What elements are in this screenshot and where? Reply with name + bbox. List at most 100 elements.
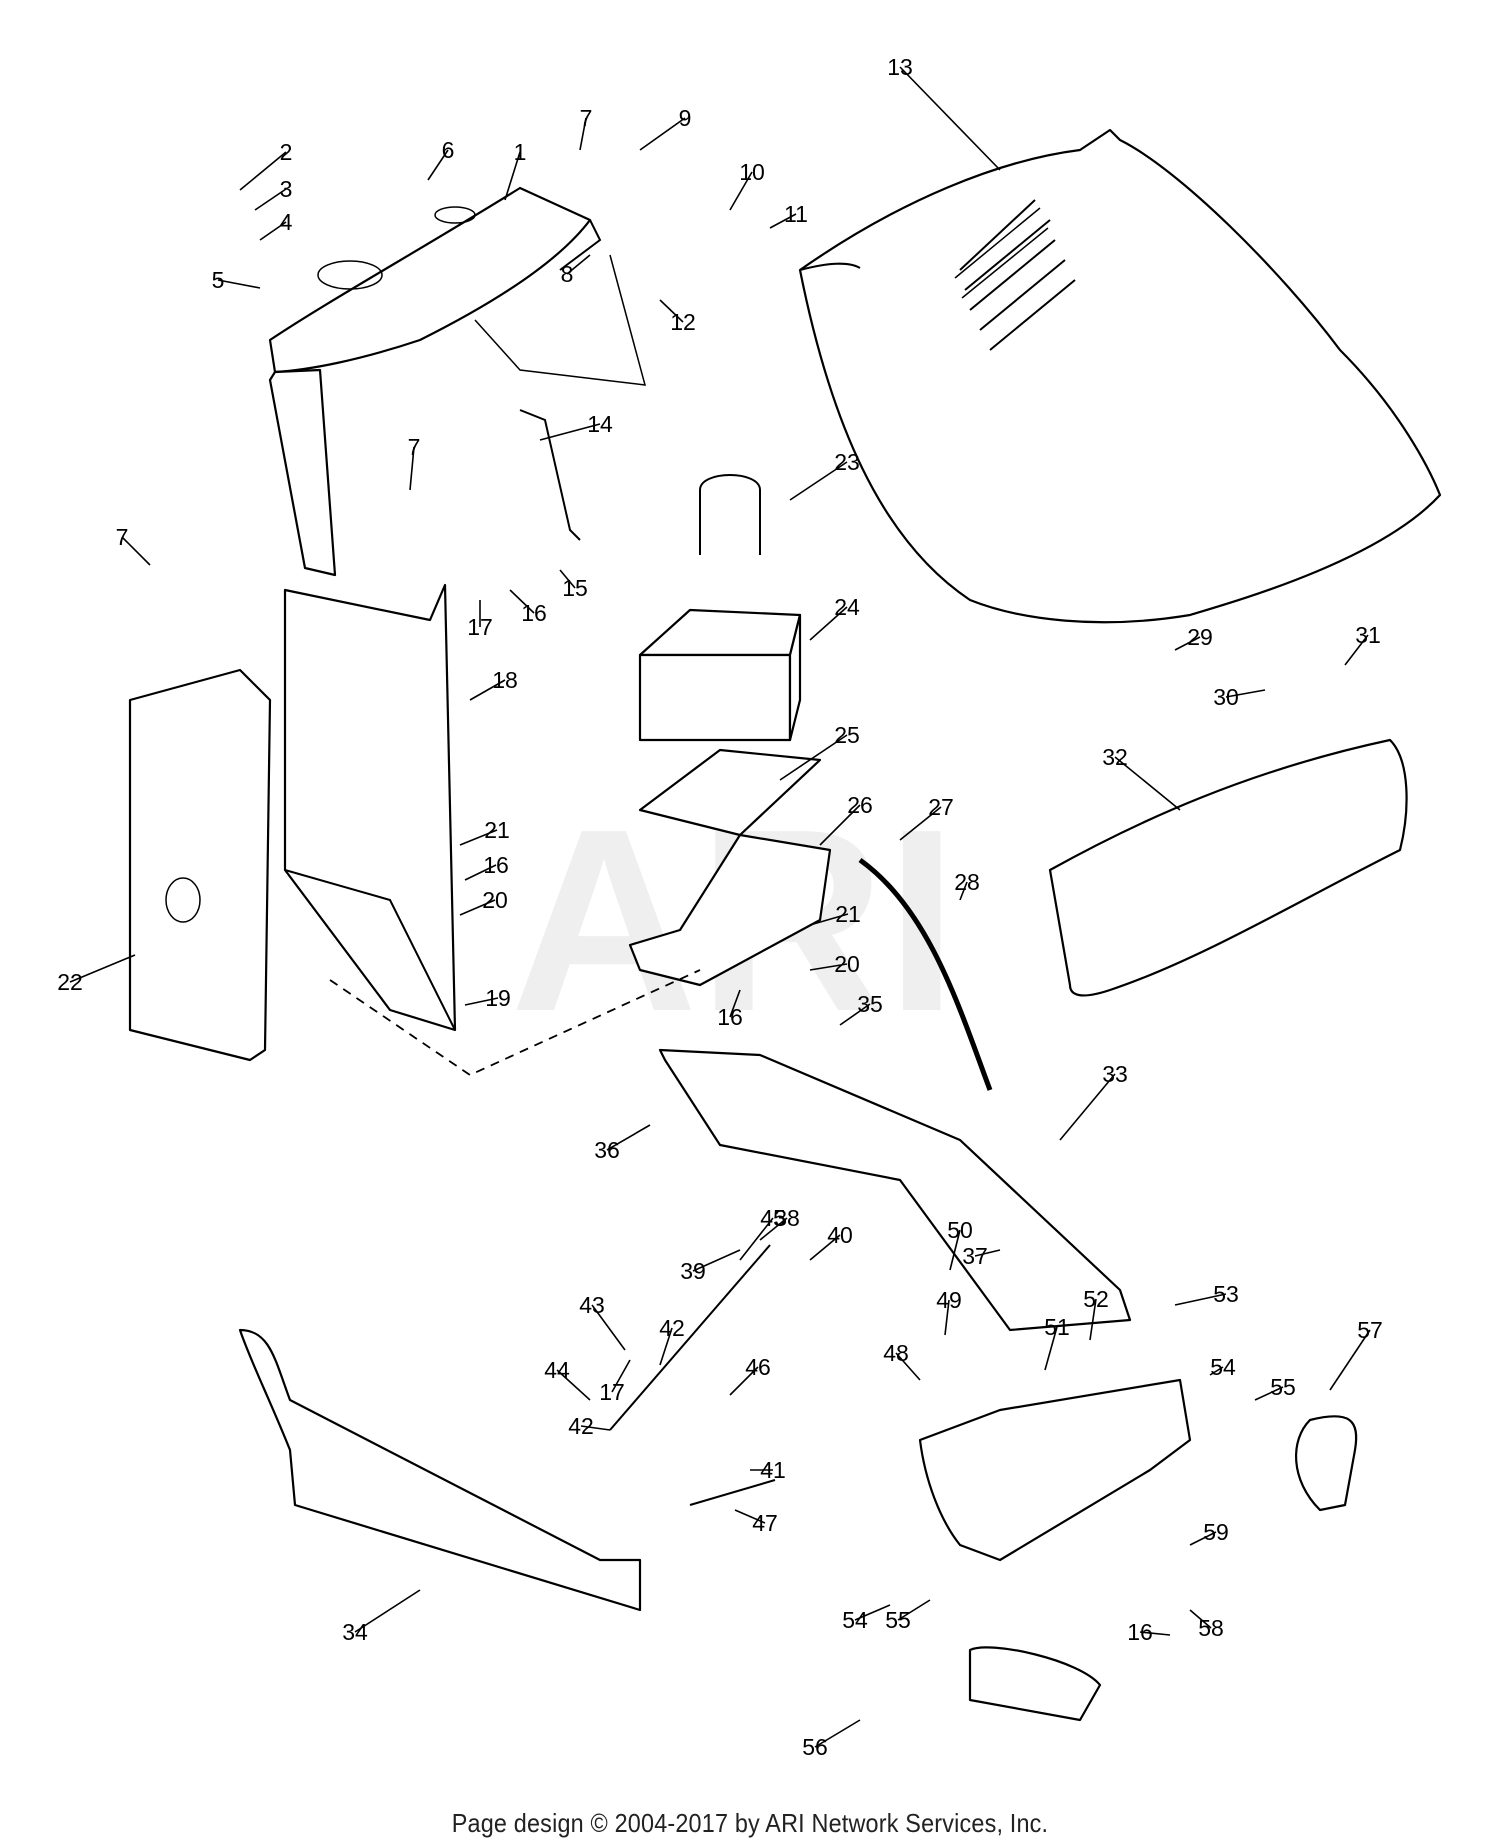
leader-line-7 <box>579 117 587 151</box>
battery-ground-path <box>329 969 701 1077</box>
callout-6: 6 <box>442 137 455 163</box>
callout-54: 54 <box>842 1607 868 1633</box>
callout-46: 46 <box>745 1354 771 1380</box>
leader-line-10 <box>729 171 753 211</box>
left-headlight-lens <box>968 1646 1102 1722</box>
leader-line-36 <box>606 1124 651 1151</box>
callout-40: 40 <box>827 1222 853 1248</box>
leader-line-37 <box>974 1249 1001 1257</box>
leader-line-42 <box>580 1425 611 1431</box>
callout-34: 34 <box>342 1619 368 1645</box>
spring <box>689 1479 776 1506</box>
leader-line-45 <box>739 1217 774 1261</box>
leader-line-25 <box>779 734 848 781</box>
leader-line-9 <box>639 117 686 151</box>
callout-9: 9 <box>679 105 692 131</box>
callout-19: 19 <box>485 985 511 1011</box>
callout-57: 57 <box>1357 1317 1383 1343</box>
leader-line-20 <box>809 963 848 971</box>
callout-21: 21 <box>484 817 510 843</box>
callout-7: 7 <box>580 105 593 131</box>
leader-line-48 <box>895 1352 921 1381</box>
callout-49: 49 <box>936 1287 962 1313</box>
hold-down <box>699 474 761 555</box>
callout-55: 55 <box>1270 1374 1296 1400</box>
leader-line-11 <box>769 213 797 229</box>
callout-50: 50 <box>947 1217 973 1243</box>
callout-45: 45 <box>760 1205 786 1231</box>
callout-10: 10 <box>739 159 765 185</box>
grille <box>918 1378 1192 1562</box>
front-bumper <box>238 1328 642 1612</box>
callout-2: 2 <box>280 139 293 165</box>
leader-line-57 <box>1329 1329 1371 1391</box>
leader-line-27 <box>899 806 942 841</box>
leader-line-58 <box>1189 1609 1212 1629</box>
callout-18: 18 <box>492 667 518 693</box>
leader-line-23 <box>789 461 848 501</box>
callout-51: 51 <box>1044 1314 1070 1340</box>
leader-line-46 <box>729 1366 759 1396</box>
leader-line-4 <box>259 221 287 241</box>
leader-line-16 <box>729 989 741 1018</box>
callout-1: 1 <box>514 139 527 165</box>
leader-line-32 <box>1114 756 1181 811</box>
callout-23: 23 <box>834 449 860 475</box>
leader-line-12 <box>659 299 684 323</box>
hood <box>798 128 1442 624</box>
callout-29: 29 <box>1187 624 1213 650</box>
leader-line-42 <box>659 1327 673 1366</box>
callout-56: 56 <box>802 1734 828 1760</box>
callout-17: 17 <box>467 614 493 640</box>
leader-line-53 <box>1174 1293 1227 1306</box>
callout-27: 27 <box>928 794 954 820</box>
copyright-footer: Page design © 2004-2017 by ARI Network S… <box>451 1808 1049 1838</box>
leader-line-30 <box>1225 689 1266 698</box>
leader-line-54 <box>1209 1366 1224 1376</box>
leader-line-54 <box>854 1604 891 1621</box>
callout-42: 42 <box>568 1413 594 1439</box>
callout-25: 25 <box>834 722 860 748</box>
callout-22: 22 <box>57 969 83 995</box>
leader-line-59 <box>1189 1531 1217 1546</box>
callout-43: 43 <box>579 1292 605 1318</box>
callout-32: 32 <box>1102 744 1128 770</box>
leader-line-15 <box>559 569 576 589</box>
leader-line-24 <box>809 606 848 641</box>
callout-53: 53 <box>1213 1281 1239 1307</box>
leader-line-16 <box>1139 1631 1171 1636</box>
callout-16: 16 <box>521 600 547 626</box>
rod <box>519 409 581 541</box>
frame-rail <box>658 1048 1132 1332</box>
callout-8: 8 <box>561 261 574 287</box>
callout-16: 16 <box>1127 1619 1153 1645</box>
strap <box>858 857 993 1091</box>
leader-line-50 <box>949 1229 961 1271</box>
dash-panel <box>268 186 647 577</box>
callout-31: 31 <box>1355 622 1381 648</box>
leader-line-55 <box>897 1599 931 1621</box>
leader-line-8 <box>566 254 591 275</box>
callout-44: 44 <box>544 1357 570 1383</box>
leader-line-19 <box>464 997 499 1006</box>
leader-line-26 <box>819 804 861 846</box>
callout-41: 41 <box>760 1457 786 1483</box>
leader-line-49 <box>944 1299 950 1336</box>
callout-20: 20 <box>834 951 860 977</box>
callout-16: 16 <box>717 1004 743 1030</box>
leader-line-44 <box>556 1369 591 1401</box>
leader-line-22 <box>69 954 136 983</box>
leader-line-6 <box>427 149 449 181</box>
callout-12: 12 <box>670 309 696 335</box>
battery <box>638 608 802 742</box>
callout-3: 3 <box>280 176 293 202</box>
leader-line-28 <box>959 881 968 901</box>
leader-line-40 <box>809 1234 841 1261</box>
battery-tray <box>628 833 832 987</box>
callout-11: 11 <box>784 201 808 227</box>
leader-line-39 <box>692 1249 741 1272</box>
callout-30: 30 <box>1213 684 1239 710</box>
callout-39: 39 <box>680 1258 706 1284</box>
leader-line-13 <box>899 66 1001 171</box>
leader-line-35 <box>839 1003 871 1026</box>
